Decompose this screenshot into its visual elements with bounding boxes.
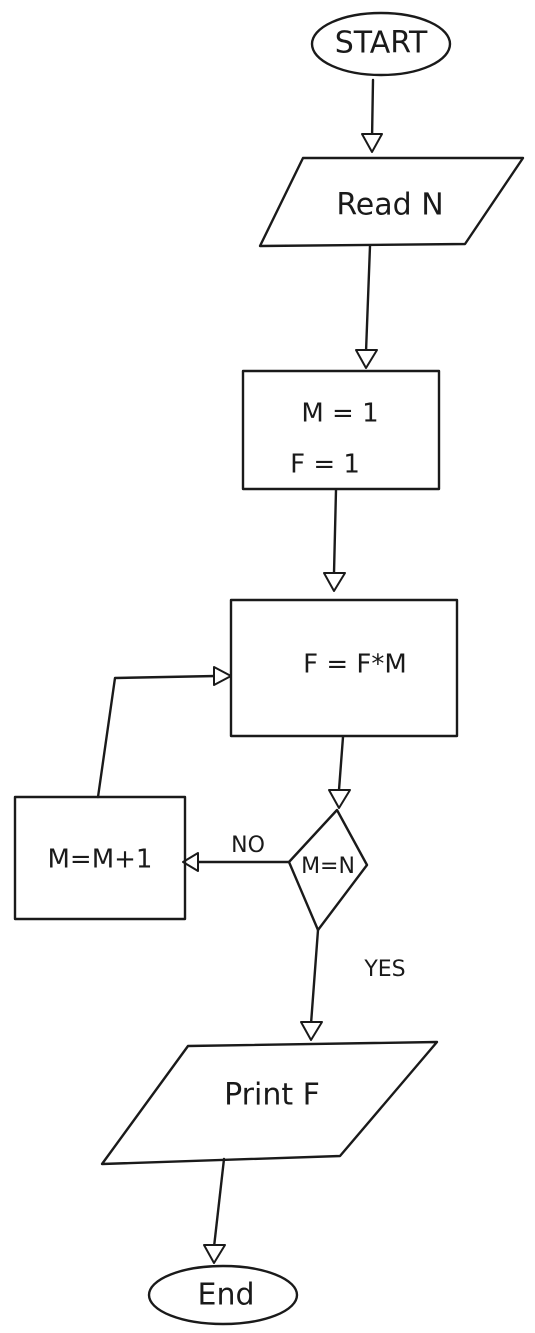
arrowhead xyxy=(361,133,383,153)
end-terminal: End xyxy=(147,1264,299,1326)
arrow-yes-branch: YES xyxy=(300,928,406,1041)
start-label: START xyxy=(335,26,428,61)
arrow-line xyxy=(332,488,338,575)
arrow-multiply-to-decision xyxy=(328,735,351,809)
arrow-init-to-multiply xyxy=(323,488,346,592)
decision-label: M=N xyxy=(301,854,355,879)
arrowhead xyxy=(203,1244,226,1264)
increment-label: M=M+1 xyxy=(48,845,153,875)
arrow-line xyxy=(309,928,320,1026)
increment-process-node: M=M+1 xyxy=(13,795,187,921)
end-label: End xyxy=(197,1278,254,1313)
print-parallelogram xyxy=(100,1040,439,1166)
print-label: Print F xyxy=(224,1078,320,1113)
arrowhead xyxy=(182,852,199,872)
arrowhead xyxy=(328,789,351,809)
arrow-loop-back xyxy=(96,666,232,799)
init-m-label: M = 1 xyxy=(301,399,378,429)
arrow-no-branch: NO xyxy=(182,833,291,872)
arrow-line xyxy=(212,1157,226,1249)
read-label: Read N xyxy=(336,188,443,223)
arrow-print-to-end xyxy=(203,1157,226,1264)
arrowhead xyxy=(355,349,378,369)
decision-node: M=N xyxy=(287,808,369,932)
multiply-label: F = F*M xyxy=(303,650,407,680)
arrow-line xyxy=(370,78,375,142)
arrowhead xyxy=(323,572,346,592)
arrow-line xyxy=(364,244,372,354)
init-box xyxy=(241,369,441,491)
multiply-process-node: F = F*M xyxy=(229,598,459,738)
arrow-start-to-read xyxy=(361,78,383,153)
start-terminal: START xyxy=(310,11,452,77)
start-oval xyxy=(310,11,452,77)
arrow-line xyxy=(96,674,218,799)
print-output-node: Print F xyxy=(100,1040,439,1166)
arrowhead xyxy=(213,666,232,686)
init-f-label: F = 1 xyxy=(290,450,360,480)
arrow-line xyxy=(337,735,345,792)
read-parallelogram xyxy=(258,156,525,248)
increment-box xyxy=(13,795,187,921)
arrow-read-to-init xyxy=(355,244,378,369)
no-label: NO xyxy=(231,833,265,858)
read-input-node: Read N xyxy=(258,156,525,248)
arrowhead xyxy=(300,1021,323,1041)
init-process-node: M = 1 F = 1 xyxy=(241,369,441,491)
multiply-box xyxy=(229,598,459,738)
yes-label: YES xyxy=(363,957,405,982)
end-oval xyxy=(147,1264,299,1326)
